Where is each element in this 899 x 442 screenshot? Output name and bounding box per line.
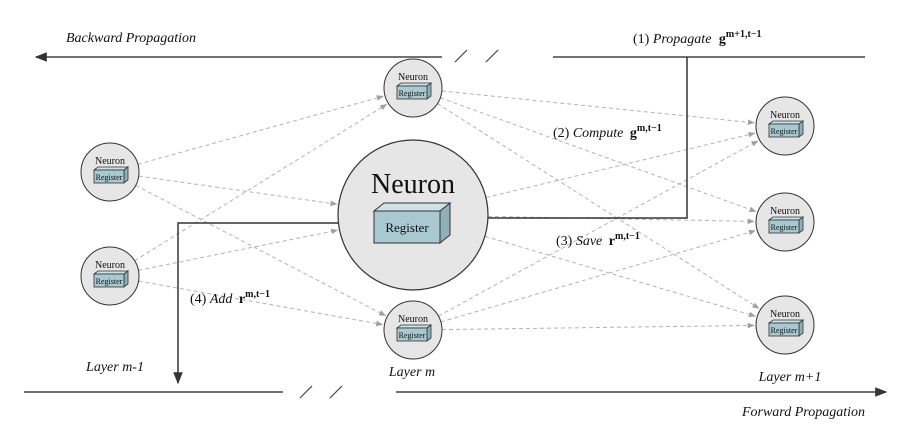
connection-lines	[134, 90, 760, 331]
connection-mid-0-next-1	[440, 97, 757, 212]
register-label: Register	[771, 326, 798, 335]
step4-add-path	[173, 222, 380, 385]
step1-propagate-path	[448, 57, 688, 223]
register-box: Register	[767, 319, 805, 337]
neuron-label: Neuron	[770, 110, 800, 121]
step3-label: (3) Save rm,t−1	[556, 231, 640, 249]
backward-propagation-label: Backward Propagation	[66, 31, 196, 46]
register-box: Register	[92, 166, 130, 184]
connection-mid-1-next-1	[487, 215, 755, 225]
neuron-label: Neuron	[398, 314, 428, 325]
neuron-label: Neuron	[398, 72, 428, 83]
connection-mid-0-next-2	[437, 103, 760, 309]
forward-propagation-line	[24, 385, 888, 399]
step2-label: (2) Compute gm,t−1	[553, 123, 662, 141]
connection-prev-1-mid-0	[134, 103, 388, 262]
register-box: Register	[395, 82, 433, 100]
step4-label: (4) Add rm,t−1	[190, 289, 270, 307]
register-label: Register	[771, 127, 798, 136]
register-label: Register	[96, 277, 123, 286]
connection-mid-1-next-0	[485, 131, 756, 199]
connection-prev-1-mid-1	[138, 228, 339, 271]
layer-current-label: Layer m	[388, 365, 435, 380]
connection-mid-0-next-0	[441, 90, 755, 125]
register-box: Register	[395, 324, 433, 342]
backward-propagation-line	[34, 49, 865, 63]
register-label: Register	[399, 89, 426, 98]
connection-prev-0-mid-0	[137, 95, 384, 165]
connection-mid-1-next-2	[484, 235, 756, 318]
connection-mid-2-next-2	[441, 322, 755, 331]
central-register-label: Register	[385, 220, 429, 235]
neuron-label: Neuron	[95, 156, 125, 167]
central-neuron: Neuron Register	[337, 139, 489, 291]
neurons: NeuronRegisterNeuronRegisterNeuronRegist…	[80, 58, 815, 360]
connection-prev-0-mid-1	[138, 175, 338, 207]
central-neuron-label: Neuron	[371, 169, 455, 200]
connection-prev-1-mid-2	[138, 280, 384, 327]
connection-mid-2-next-1	[440, 229, 756, 323]
layer-next-label: Layer m+1	[758, 370, 822, 385]
register-label: Register	[771, 223, 798, 232]
forward-propagation-label: Forward Propagation	[741, 405, 865, 420]
register-label: Register	[399, 331, 426, 340]
central-register: Register	[372, 201, 452, 245]
register-label: Register	[96, 173, 123, 182]
connection-prev-0-mid-2	[135, 184, 387, 317]
connection-mid-2-next-0	[438, 140, 759, 317]
register-box: Register	[767, 120, 805, 138]
neuron-label: Neuron	[770, 206, 800, 217]
step1-label: (1) Propagate gm+1,t−1	[633, 29, 761, 47]
neuron-label: Neuron	[95, 260, 125, 271]
neuron-label: Neuron	[770, 309, 800, 320]
layer-prev-label: Layer m-1	[85, 360, 144, 375]
register-box: Register	[92, 270, 130, 288]
register-box: Register	[767, 216, 805, 234]
